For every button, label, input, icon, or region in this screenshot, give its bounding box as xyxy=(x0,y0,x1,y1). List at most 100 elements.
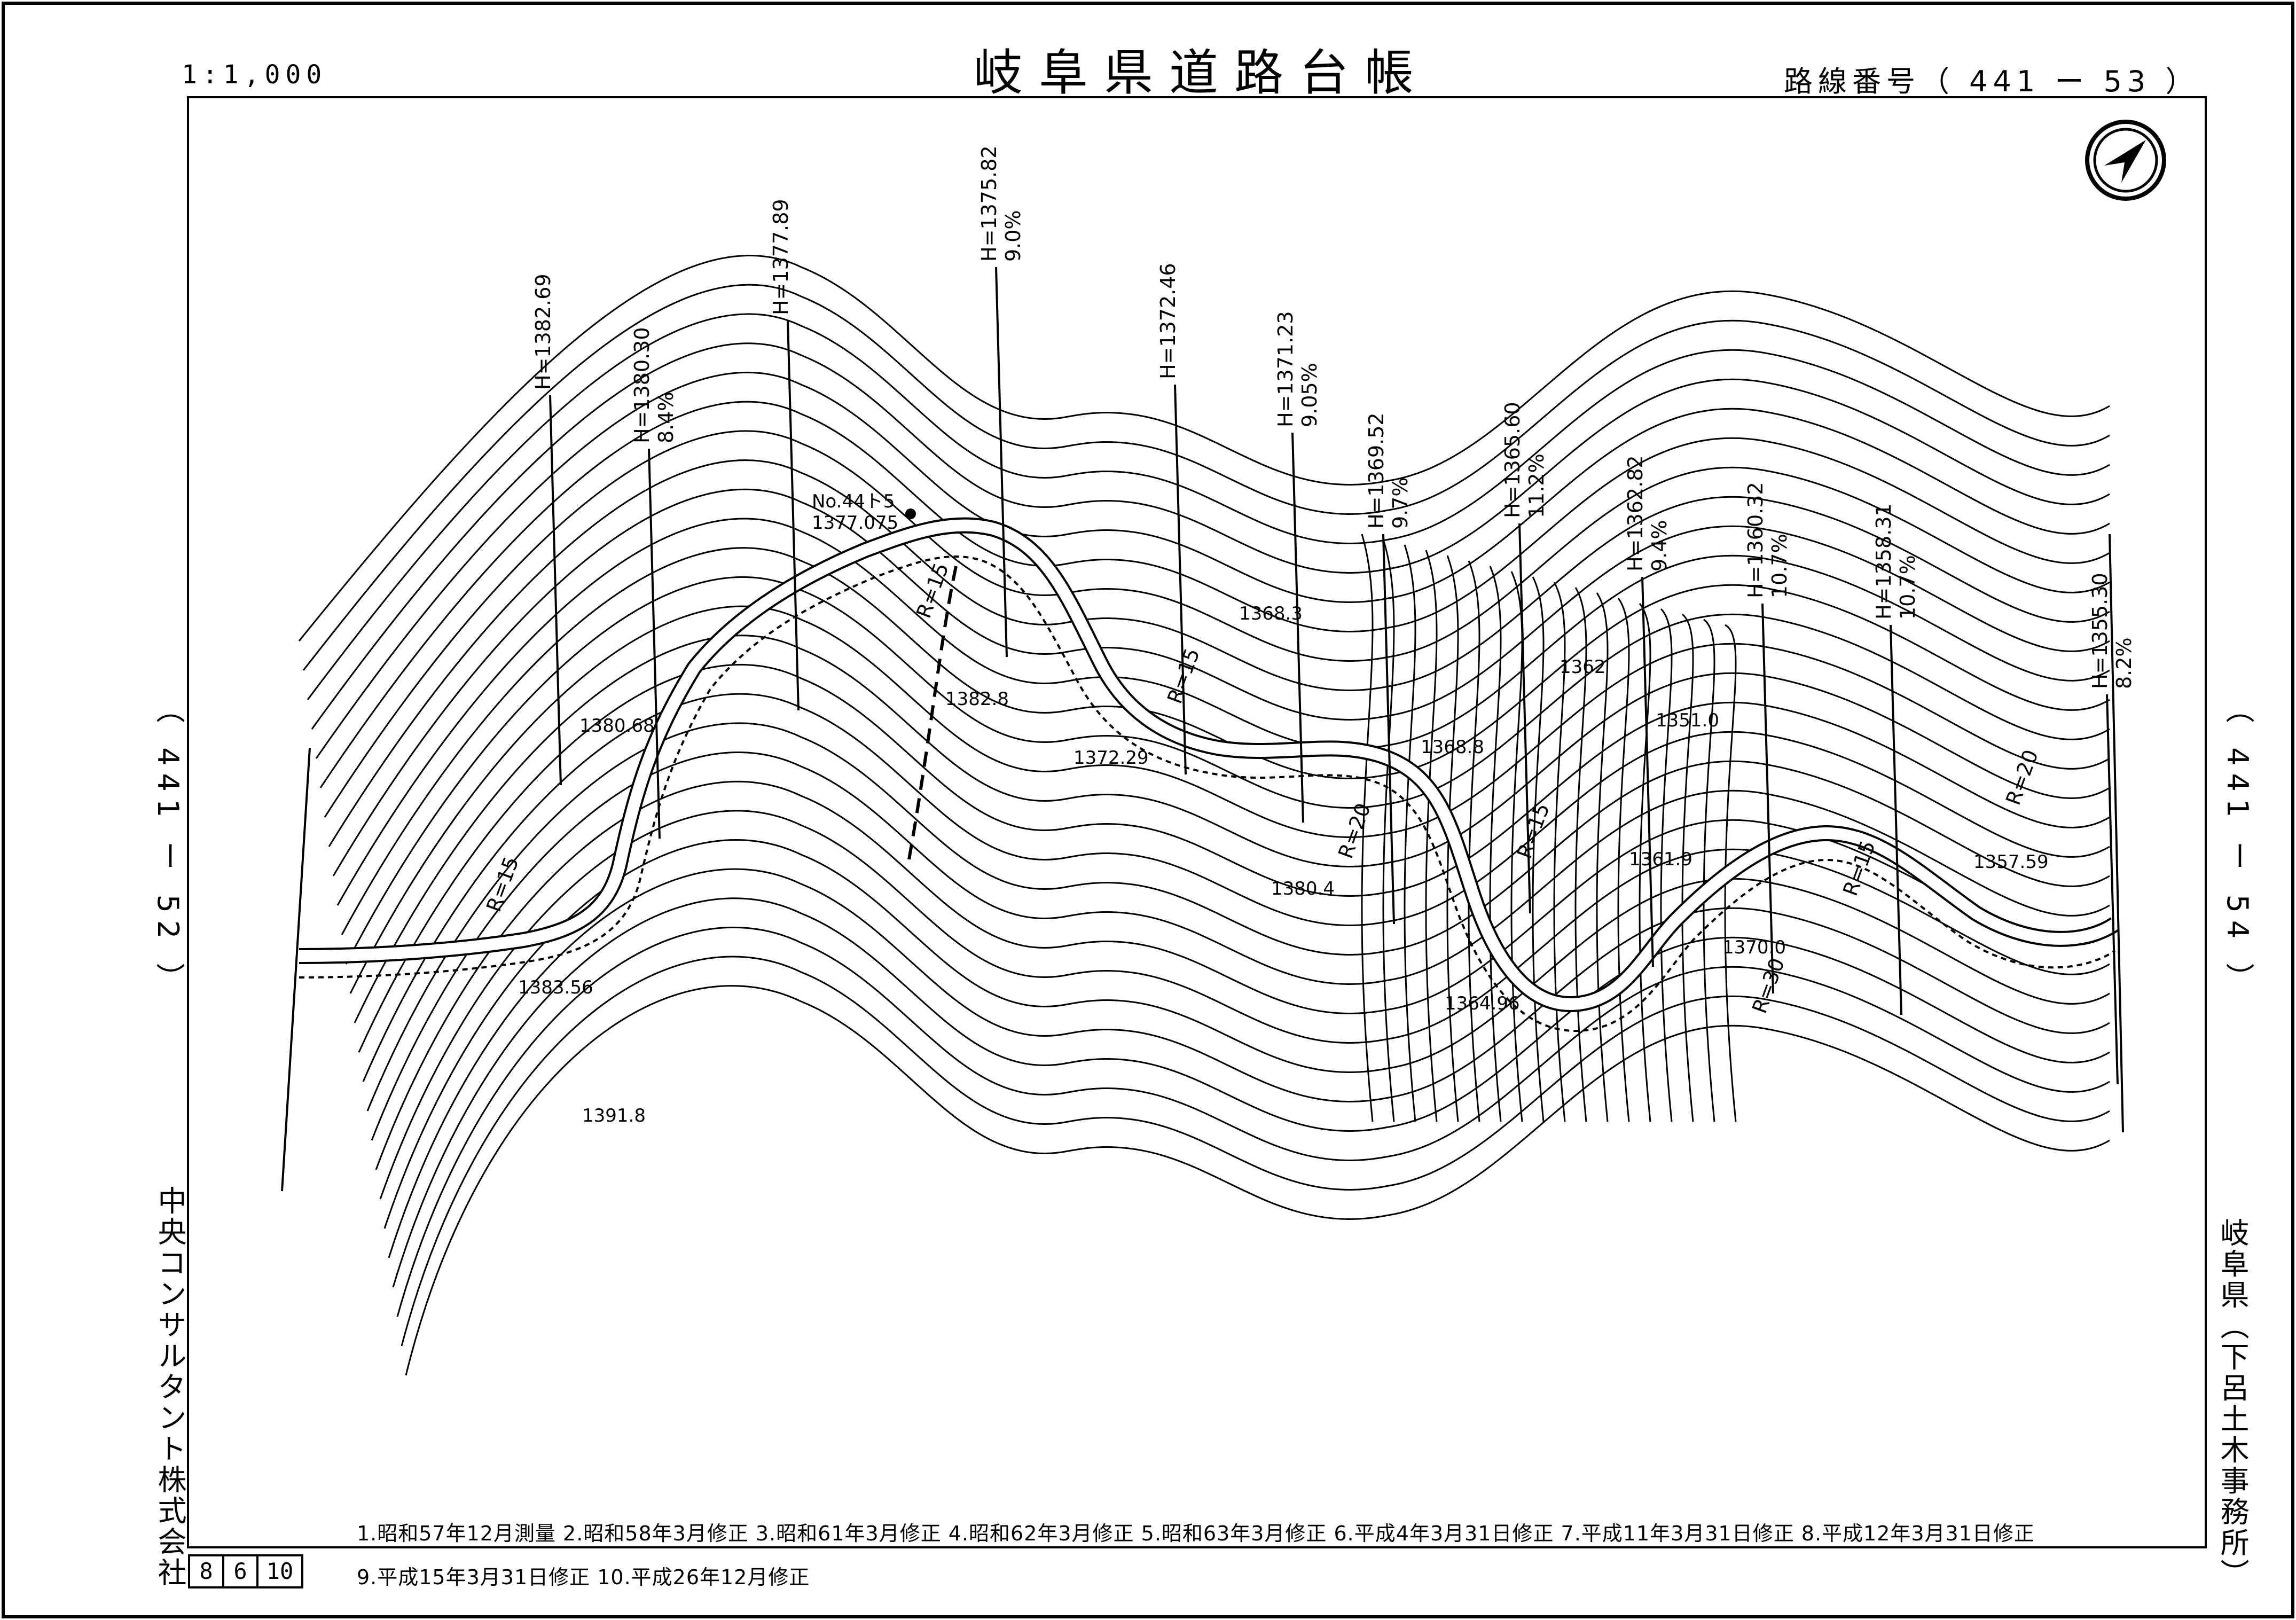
height-label: H=1365.60 xyxy=(1501,402,1524,518)
contour-line xyxy=(302,284,2110,671)
curve-radius-label: R=20 xyxy=(2001,747,2043,808)
spot-elevation: 1391.8 xyxy=(582,1105,646,1126)
contour-line xyxy=(319,401,2110,788)
route-number: 路線番号（ 441 ー 53 ） xyxy=(1784,65,2200,98)
height-label: H=1382.69 xyxy=(531,273,555,390)
contour-lines xyxy=(298,255,2110,1376)
grade-label: 9.7% xyxy=(1389,477,1412,529)
grade-label: 9.4% xyxy=(1648,520,1671,572)
height-leader-line xyxy=(549,395,562,786)
height-leader-lines xyxy=(549,267,2119,1085)
height-leader-line xyxy=(648,448,661,839)
map-frame xyxy=(187,96,2207,1548)
adjacent-sheet-right: （ 441 ー 54 ） xyxy=(2221,694,2254,999)
contour-line xyxy=(341,547,2110,935)
contour-line xyxy=(371,752,2110,1141)
contour-line xyxy=(349,605,2110,994)
scale-label: 1:1,000 xyxy=(182,60,327,90)
page-title: 岐阜県道路台帳 xyxy=(973,44,1430,101)
spot-elevation: 1383.56 xyxy=(518,977,593,998)
benchmark-elevation: 1377.075 xyxy=(812,512,898,534)
height-label: H=1355.30 xyxy=(2088,573,2112,689)
office-name: 岐阜県（下呂土木事務所） xyxy=(2215,1218,2249,1590)
spot-elevation: 1362 xyxy=(1560,656,1606,678)
contour-line xyxy=(379,810,2110,1200)
contour-line xyxy=(358,664,2110,1053)
sheet-edge-left xyxy=(281,747,311,1192)
spot-elevation: 1364.96 xyxy=(1445,993,1520,1014)
contour-line xyxy=(1639,603,1651,1122)
company-name: 中央コンサルタント株式会社 xyxy=(153,1186,186,1588)
spot-elevation: 1370.0 xyxy=(1722,937,1786,958)
spot-elevation: 1357.59 xyxy=(1973,851,2049,873)
contour-line xyxy=(1468,560,1480,1122)
contour-line xyxy=(401,956,2110,1347)
grade-label: 8.4% xyxy=(654,392,678,443)
contour-line xyxy=(336,518,2110,906)
spot-elevation: 1361.9 xyxy=(1629,849,1692,870)
curve-radius-label: R=15 xyxy=(1163,645,1204,707)
height-leader-line xyxy=(787,320,800,711)
contour-line xyxy=(396,926,2110,1317)
contour-line xyxy=(354,635,2110,1023)
contour-line xyxy=(328,459,2110,847)
grade-label: 10.7% xyxy=(1768,534,1791,598)
contour-line xyxy=(307,313,2110,700)
height-label: H=1360.32 xyxy=(1744,482,1767,598)
height-label: H=1372.46 xyxy=(1156,263,1180,379)
spot-elevation: 1372.29 xyxy=(1073,747,1149,769)
contour-line xyxy=(1425,550,1438,1122)
benchmark-name: No.44ト5 xyxy=(812,491,895,512)
grade-label: 10.7% xyxy=(1896,555,1919,620)
height-label: H=1362.82 xyxy=(1624,455,1647,572)
contour-line xyxy=(1724,624,1737,1122)
grade-label: 8.2% xyxy=(2112,637,2136,689)
height-leader-line xyxy=(1518,523,1531,914)
height-label: H=1377.89 xyxy=(769,199,793,315)
contour-line xyxy=(388,868,2110,1258)
contour-line xyxy=(1510,571,1523,1122)
sheet-number-2: 6 xyxy=(224,1556,258,1586)
height-label: H=1358.31 xyxy=(1872,503,1895,620)
contour-line xyxy=(383,839,2110,1229)
height-leader-line xyxy=(2106,694,2119,1085)
height-leader-line xyxy=(1890,624,1902,1015)
height-label: H=1371.23 xyxy=(1274,311,1297,427)
height-leader-line xyxy=(995,267,1008,658)
spot-elevation: 1351.0 xyxy=(1656,710,1719,731)
contour-line xyxy=(392,897,2110,1288)
height-leader-line xyxy=(1382,534,1395,925)
contour-line xyxy=(1681,613,1694,1122)
curve-radius-label: R=15 xyxy=(1513,800,1554,862)
sheet-number-box: 8 6 10 xyxy=(188,1554,303,1588)
contour-line xyxy=(1703,619,1715,1122)
height-leader-line xyxy=(1641,576,1654,967)
spot-elevation: 1368.8 xyxy=(1421,737,1484,758)
boundary-dashed xyxy=(906,566,958,866)
adjacent-sheet-left: （ 441 ー 52 ） xyxy=(151,694,185,999)
spot-elevations: 1380.681383.561391.81382.81372.291368.31… xyxy=(518,603,2049,1126)
contour-line xyxy=(1489,566,1502,1122)
height-label: H=1369.52 xyxy=(1365,412,1388,529)
height-leader-line xyxy=(1174,384,1187,775)
contour-line xyxy=(1446,555,1459,1122)
curve-radius-label: R=30 xyxy=(1748,955,1789,1016)
contour-line xyxy=(345,576,2110,965)
contour-line xyxy=(324,430,2110,818)
north-arrow-icon xyxy=(2083,118,2168,205)
contour-line xyxy=(1553,582,1566,1122)
contour-line xyxy=(1574,587,1587,1122)
grade-label: 11.2% xyxy=(1525,453,1548,518)
grade-label: 9.05% xyxy=(1298,363,1321,427)
height-leader-line xyxy=(1761,603,1774,994)
contour-line xyxy=(315,371,2110,759)
sheet-number-1: 8 xyxy=(190,1556,224,1586)
sheet-edge-right xyxy=(2109,534,2124,1133)
spot-elevation: 1380.4 xyxy=(1271,878,1335,899)
revision-history-1: 1.昭和57年12月測量 2.昭和58年3月修正 3.昭和61年3月修正 4.昭… xyxy=(357,1522,2035,1545)
height-leader-line xyxy=(1291,432,1304,823)
height-label: H=1380.30 xyxy=(630,327,654,443)
